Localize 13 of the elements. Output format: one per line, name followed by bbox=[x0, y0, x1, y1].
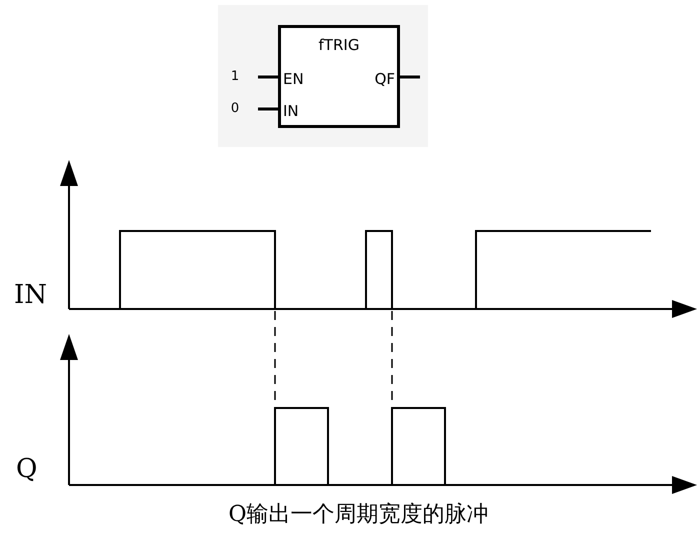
pin-label: QF bbox=[374, 72, 395, 87]
pin-line bbox=[258, 76, 278, 78]
function-block bbox=[278, 25, 400, 128]
caption: Q输出一个周期宽度的脉冲 bbox=[227, 504, 490, 526]
axis-label: Q bbox=[16, 456, 38, 482]
axis-label: IN bbox=[14, 282, 48, 308]
pin-line bbox=[258, 108, 278, 110]
pin-line bbox=[400, 76, 420, 78]
pin-label: EN bbox=[283, 72, 304, 87]
input-value: 0 bbox=[228, 101, 242, 117]
input-value: 1 bbox=[228, 69, 242, 85]
block-title: fTRIG bbox=[318, 38, 360, 53]
pin-label: IN bbox=[283, 104, 299, 119]
